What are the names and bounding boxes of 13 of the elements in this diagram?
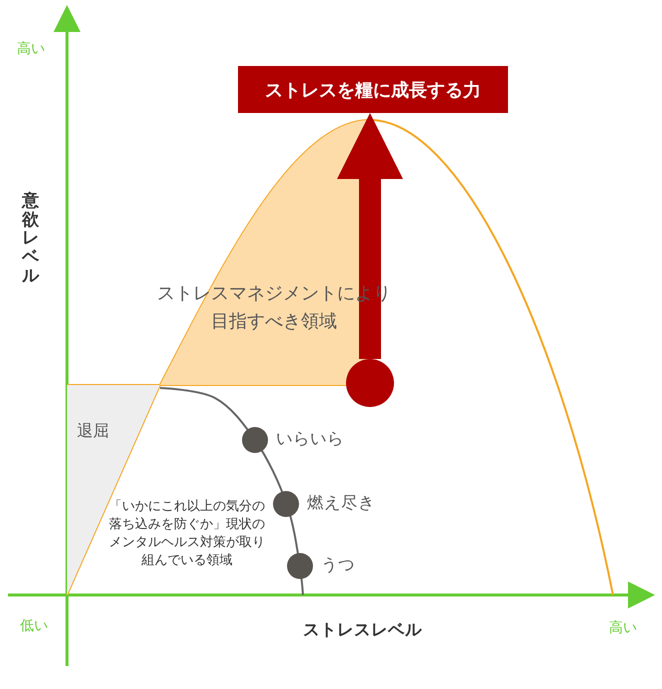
axis-title: 意欲レベル (22, 192, 39, 286)
title-banner: ストレスを糧に成長する力 (238, 66, 508, 113)
axis-label: 高い (609, 619, 637, 637)
start-circle (346, 359, 394, 407)
arrow (337, 113, 403, 359)
point-label: 燃え尽き (307, 492, 375, 514)
axis-label: 高い (17, 40, 45, 58)
axis-label: 低い (20, 617, 48, 635)
point-label: いらいら (276, 428, 344, 450)
axis-title: ストレスレベル (303, 619, 422, 641)
note-text: 「いかにこれ以上の気分の落ち込みを防ぐか」現状のメンタルヘルス対策が取り組んでいる領域 (108, 498, 266, 570)
region-label: 退屈 (77, 421, 109, 442)
point-label: うつ (321, 554, 355, 576)
